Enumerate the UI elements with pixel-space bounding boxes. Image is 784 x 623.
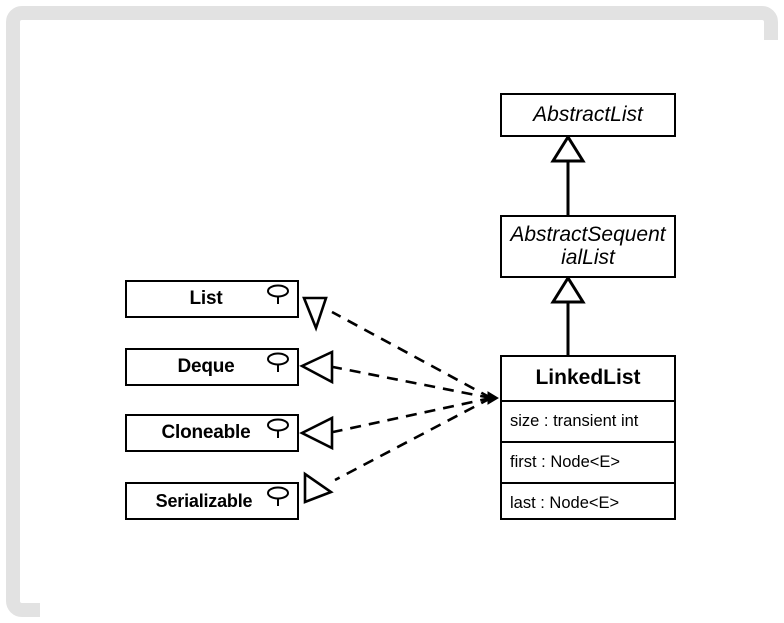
class-attribute-last: last : Node<E> (502, 482, 674, 522)
interface-box-serializable[interactable]: Serializable (125, 482, 299, 520)
class-name-linked-list: LinkedList (535, 366, 641, 390)
realization-linkedlist-to-serializable (303, 396, 492, 504)
interface-name-cloneable: Cloneable (161, 422, 251, 443)
realization-linkedlist-to-list (302, 296, 492, 400)
interface-name-deque: Deque (177, 356, 235, 377)
realization-linkedlist-to-deque (299, 349, 492, 400)
lollipop-interface-icon (267, 486, 289, 506)
lollipop-interface-icon (267, 284, 289, 304)
lollipop-interface-icon (267, 418, 289, 438)
class-name-line-1: AbstractSequent (510, 222, 666, 246)
interface-box-deque[interactable]: Deque (125, 348, 299, 386)
interface-name-list: List (189, 288, 223, 309)
relationship-connectors (299, 134, 586, 504)
class-box-abstract-list[interactable]: AbstractList (500, 93, 676, 137)
interface-box-list[interactable]: List (125, 280, 299, 318)
uml-class-diagram-canvas: AbstractList AbstractSequent ialList Lin… (40, 40, 784, 623)
lollipop-interface-icon (267, 352, 289, 372)
class-name-line-2: ialList (561, 245, 615, 269)
diagram-frame-border: AbstractList AbstractSequent ialList Lin… (6, 6, 784, 623)
interface-name-serializable: Serializable (155, 490, 253, 511)
realization-linkedlist-to-cloneable (299, 396, 492, 451)
class-name-abstract-sequential-list: AbstractSequent ialList (502, 217, 674, 276)
class-box-linked-list[interactable]: LinkedList size : transient int first : … (500, 355, 676, 520)
interface-box-cloneable[interactable]: Cloneable (125, 414, 299, 452)
generalization-linkedlist-to-asl (550, 275, 586, 355)
class-attribute-size: size : transient int (502, 400, 674, 441)
generalization-asl-to-abstractlist (550, 134, 586, 215)
class-box-abstract-sequential-list[interactable]: AbstractSequent ialList (500, 215, 676, 278)
class-attribute-first: first : Node<E> (502, 441, 674, 482)
class-name-abstract-list: AbstractList (533, 102, 643, 126)
